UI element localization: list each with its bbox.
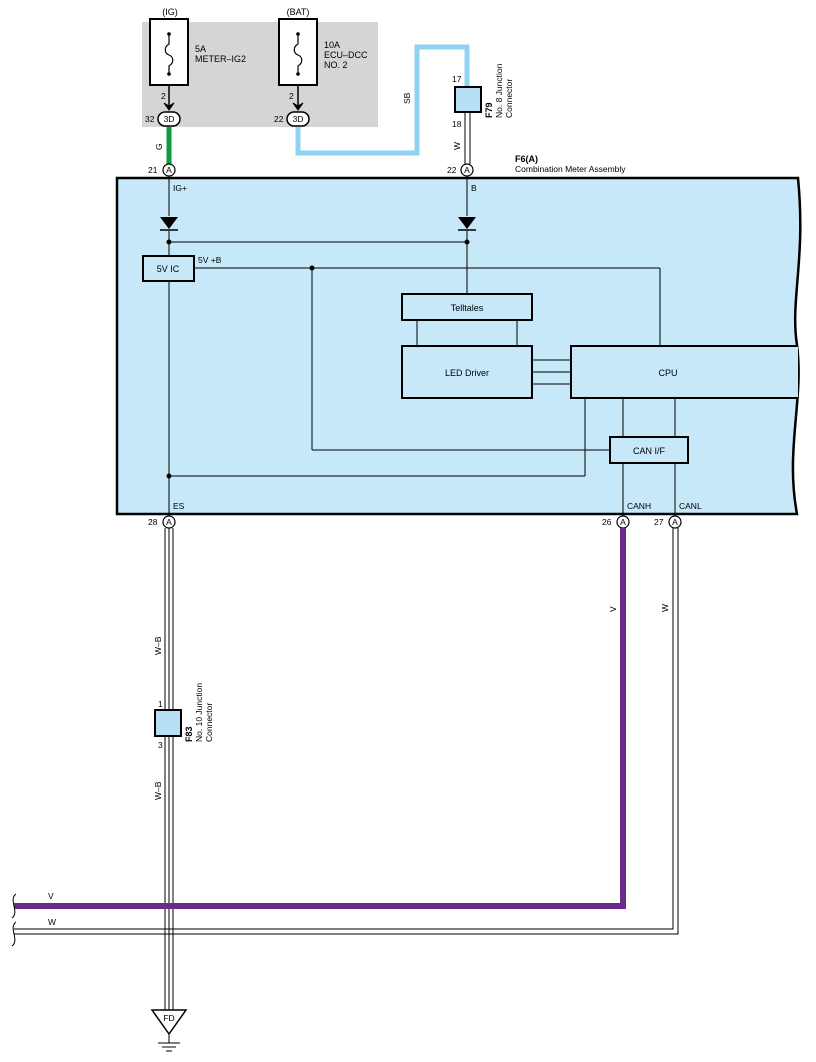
wire-sb-label: SB (402, 92, 412, 104)
wire-v-bus-label: V (48, 891, 54, 901)
wire-w-b-pin (464, 112, 471, 164)
block-5v-ic (142, 255, 195, 282)
pin-28-letter: A (166, 517, 172, 527)
f79-name-1: No. 8 Junction (494, 63, 504, 118)
junction-connector-f83: 1 3 F83 No. 10 Junction Connector (154, 683, 214, 750)
combination-meter-assembly: IG+ B (115, 176, 802, 516)
block-can-if-label: CAN I/F (633, 446, 666, 456)
pin-b-label: B (471, 183, 477, 193)
block-led-driver-label: LED Driver (445, 368, 489, 378)
wire-v-canh (14, 528, 626, 909)
pin-ig-label: IG+ (173, 183, 187, 193)
fuse-ig-connector (157, 111, 181, 127)
block-cpu-label: CPU (658, 368, 677, 378)
wire-w-bus-label: W (48, 917, 56, 927)
fuse-bat-source: (BAT) (287, 7, 310, 17)
pin-canl-label: CANL (679, 501, 702, 511)
wire-w-b-upper-label: W–B (153, 636, 163, 655)
pin-26-letter: A (620, 517, 626, 527)
wire-v-canh-label: V (608, 606, 618, 612)
wire-w-canl-label: W (660, 604, 670, 612)
junction-dot (464, 239, 470, 245)
fuse-ig-element-icon (164, 34, 174, 74)
block-telltales-label: Telltales (451, 303, 484, 313)
diode-ig-icon (160, 217, 178, 231)
junction-dot (309, 265, 315, 271)
pin-27-connector (668, 515, 682, 529)
fuse-bat-connector (286, 111, 310, 127)
block-led-driver (401, 345, 533, 399)
f83-pin-top: 1 (158, 699, 163, 709)
pin-27-letter: A (672, 517, 678, 527)
pin-27-number: 27 (654, 517, 664, 527)
wire-w-b-ground (164, 528, 174, 1010)
f79-pin-top: 17 (452, 74, 462, 84)
f79-code: F79 (484, 102, 494, 118)
fuse-bat-name-1: ECU–DCC (324, 50, 368, 60)
fuse-bat-terminal-icon (292, 102, 304, 111)
ground-icon (158, 1034, 180, 1052)
fuse-meter-ig2: (IG) 5A METER–IG2 2 3D 32 (145, 7, 246, 127)
pin-21-number: 21 (148, 165, 158, 175)
junction-dot (166, 239, 172, 245)
fuse-bat-connector-pin: 22 (274, 114, 284, 124)
f83-name-1: No. 10 Junction (194, 683, 204, 742)
fuse-ig-terminal-icon (163, 102, 175, 111)
pin-canh-label: CANH (627, 501, 651, 511)
block-5v-out-label: 5V +B (198, 255, 222, 265)
ground-connector (150, 1009, 188, 1036)
pin-21-letter: A (166, 165, 172, 175)
wire-w-b-label: W (452, 142, 462, 150)
pin-28-number: 28 (148, 517, 158, 527)
diode-b-icon (458, 217, 476, 231)
fuse-bat-connector-label: 3D (293, 114, 304, 124)
fuse-ig-amp: 5A (195, 44, 206, 54)
fuse-ig-connector-label: 3D (164, 114, 175, 124)
fuse-bat-amp: 10A (324, 40, 340, 50)
fuse-ig-source: (IG) (162, 7, 178, 17)
pin-es-label: ES (173, 501, 185, 511)
wire-sb-bat (295, 44, 470, 156)
block-5v-ic-label: 5V IC (157, 264, 180, 274)
pin-26-number: 26 (602, 517, 612, 527)
block-telltales (401, 293, 533, 321)
f83-body (154, 709, 182, 737)
wire-w-b-lower-label: W–B (153, 781, 163, 800)
block-cpu (570, 345, 798, 399)
pin-22-letter: A (464, 165, 470, 175)
fuse-bat-element-icon (293, 34, 303, 74)
junction-connector-f79: 17 18 F79 No. 8 Junction Connector (452, 63, 514, 129)
fuse-bat-pin: 2 (289, 91, 294, 101)
meter-code: F6(A) (515, 154, 538, 164)
f83-name-2: Connector (204, 703, 214, 742)
f83-pin-bottom: 3 (158, 740, 163, 750)
f79-body (454, 86, 482, 113)
ground-fd: FD (150, 1009, 188, 1052)
block-can-if (609, 436, 689, 464)
fuse-box: (IG) 5A METER–IG2 2 3D 32 (BAT) 10A ECU–… (142, 7, 378, 127)
wire-g-label: G (154, 143, 164, 150)
fuse-bat-name-2: NO. 2 (324, 60, 348, 70)
f79-name-2: Connector (504, 79, 514, 118)
wire-break-icon (11, 893, 17, 947)
fuse-ig-pin: 2 (161, 91, 166, 101)
f79-pin-bottom: 18 (452, 119, 462, 129)
fuse-ig-name: METER–IG2 (195, 54, 246, 64)
meter-internal-wiring (168, 176, 676, 516)
meter-name: Combination Meter Assembly (515, 164, 626, 174)
ground-label: FD (163, 1013, 174, 1023)
fuse-ecu-dcc-2: (BAT) 10A ECU–DCC NO. 2 2 3D 22 (274, 7, 368, 127)
wire-w-canl (14, 528, 679, 935)
pin-22-number: 22 (447, 165, 457, 175)
fuse-ig-connector-pin: 32 (145, 114, 155, 124)
junction-dot (166, 473, 172, 479)
f83-code: F83 (184, 726, 194, 742)
